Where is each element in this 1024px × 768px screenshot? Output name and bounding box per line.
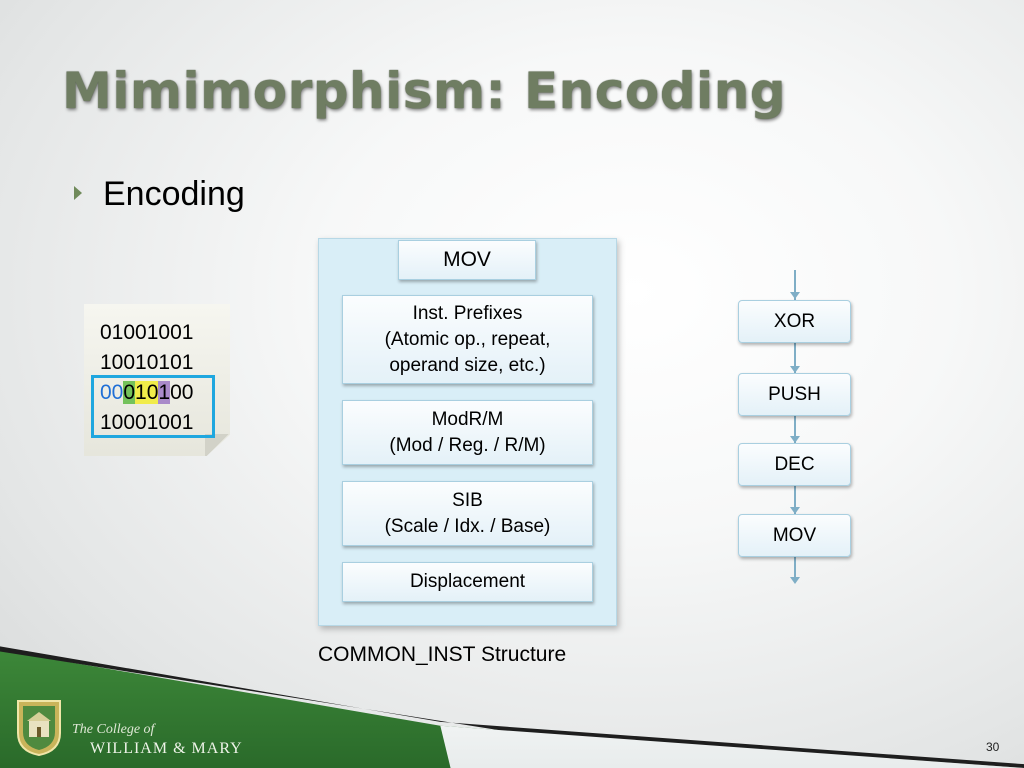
bits-green: 0 bbox=[123, 381, 136, 404]
binary-line-1: 01001001 bbox=[100, 321, 194, 344]
struct-header-mov: MOV bbox=[398, 240, 536, 280]
bits-yellow: 10 bbox=[135, 381, 159, 404]
footer-college-line1: The College of bbox=[72, 722, 155, 737]
chain-connector bbox=[794, 270, 796, 580]
binary-line-3: 00010100 bbox=[100, 378, 193, 408]
slide-title: Mimimorphism: Encoding bbox=[62, 62, 787, 120]
binary-lines: 01001001 10010101 00010100 10001001 bbox=[100, 318, 193, 438]
field-inst-prefixes: Inst. Prefixes (Atomic op., repeat, oper… bbox=[342, 295, 593, 384]
bits-purple: 1 bbox=[158, 381, 171, 404]
field-modrm: ModR/M (Mod / Reg. / R/M) bbox=[342, 400, 593, 465]
arrow-down-icon bbox=[790, 292, 800, 299]
binary-line-4: 10001001 bbox=[100, 411, 194, 434]
arrow-down-icon bbox=[790, 436, 800, 443]
binary-note bbox=[84, 304, 230, 456]
chain-item-mov: MOV bbox=[738, 514, 851, 557]
arrow-down-icon bbox=[790, 507, 800, 514]
note-fold bbox=[205, 434, 230, 456]
bullet-arrow-icon bbox=[74, 186, 82, 200]
bits-prefix: 00 bbox=[100, 381, 124, 404]
chain-item-xor: XOR bbox=[738, 300, 851, 343]
bullet-encoding: Encoding bbox=[103, 175, 245, 213]
arrow-down-icon bbox=[790, 366, 800, 373]
footer-college-line2: WILLIAM & MARY bbox=[90, 740, 243, 757]
binary-line-2: 10010101 bbox=[100, 351, 194, 374]
structure-caption: COMMON_INST Structure bbox=[318, 643, 567, 666]
bits-suffix: 00 bbox=[170, 381, 194, 404]
field-displacement: Displacement bbox=[342, 562, 593, 602]
page-number: 30 bbox=[986, 740, 1000, 754]
chain-item-push: PUSH bbox=[738, 373, 851, 416]
arrow-down-icon bbox=[790, 577, 800, 584]
chain-item-dec: DEC bbox=[738, 443, 851, 486]
college-crest-icon bbox=[17, 700, 61, 757]
field-sib: SIB (Scale / Idx. / Base) bbox=[342, 481, 593, 546]
binary-highlight-box bbox=[91, 375, 215, 438]
